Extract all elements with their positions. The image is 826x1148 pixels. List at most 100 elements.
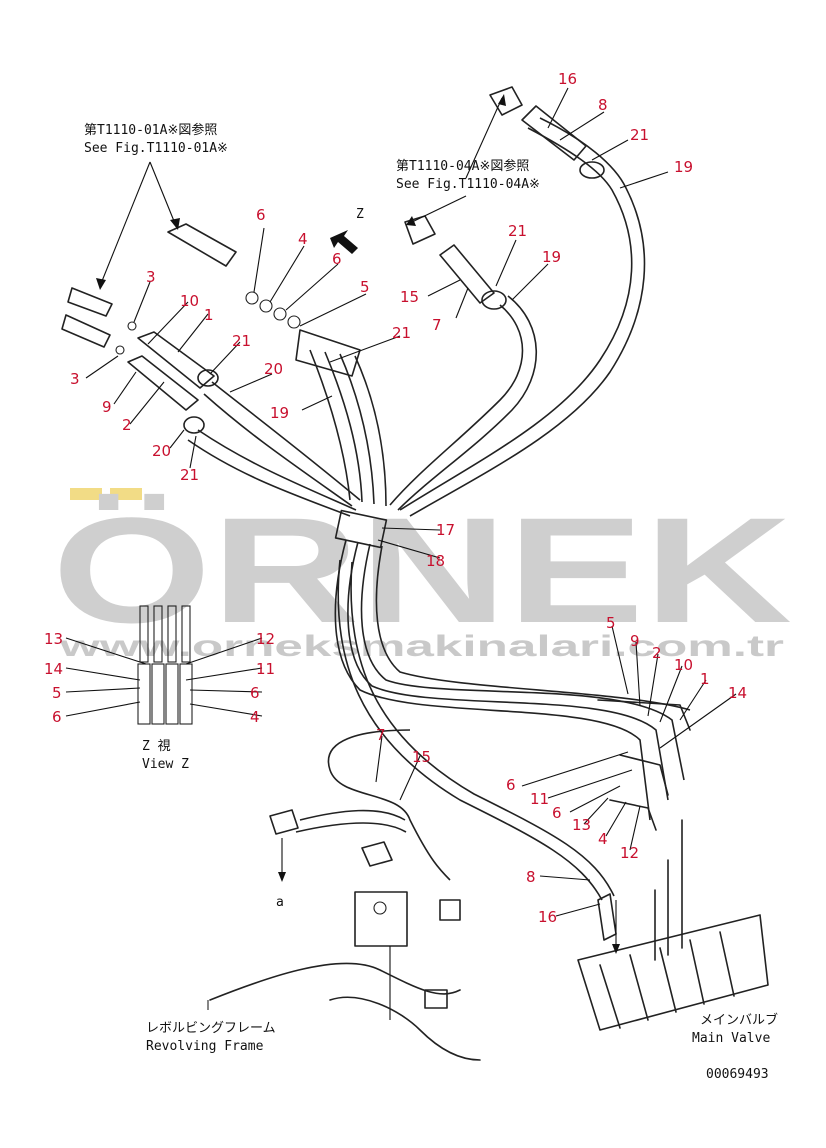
view-z-fitting-3 — [167, 605, 177, 663]
fitting-10-1 — [137, 331, 215, 389]
hose-bundle-a — [334, 539, 651, 821]
callout-13: 13 — [44, 630, 63, 648]
drawing-number: 00069493 — [706, 1067, 769, 1082]
callout-7: 7 — [376, 726, 386, 744]
callout-21: 21 — [392, 324, 411, 342]
view-z-fitting-1 — [139, 605, 149, 663]
callout-16: 16 — [558, 70, 577, 88]
callout-12: 12 — [256, 630, 275, 648]
hose-7-15-loop — [327, 729, 451, 881]
pilot-block-port — [373, 901, 387, 915]
callout-11: 11 — [256, 660, 275, 678]
view-z-hose-1 — [137, 663, 151, 725]
watermark-accent-mark — [70, 488, 102, 500]
callout-1: 1 — [700, 670, 710, 688]
watermark-url: www.orneksmakinalari.com.tr — [58, 630, 784, 663]
watermark-accent-mark — [110, 488, 142, 500]
view-z-hose-3 — [165, 663, 179, 725]
callout-11: 11 — [530, 790, 549, 808]
ref-01a-arrow-2 — [170, 218, 180, 230]
clamp-21-mid — [481, 290, 507, 310]
elbow-fitting — [361, 841, 393, 867]
callout-15: 15 — [400, 288, 419, 306]
fitting-9-2 — [127, 355, 199, 411]
hose-20-lower — [197, 429, 357, 511]
frame-clip — [424, 989, 448, 1009]
hose-8-lower — [337, 559, 603, 901]
view-z-fitting-4 — [181, 605, 191, 663]
arrow-valve-in — [612, 944, 620, 954]
hose-19-mid — [389, 304, 524, 506]
fitting-ref-01a-lower — [61, 314, 111, 348]
callout-8: 8 — [598, 96, 608, 114]
callout-3: 3 — [70, 370, 80, 388]
hose-right-2 — [619, 754, 669, 796]
pilot-block — [354, 891, 408, 947]
view-z-fitting-2 — [153, 605, 163, 663]
hose-19-mid-outer — [397, 295, 538, 511]
callout-6: 6 — [250, 684, 260, 702]
fitting-15-mid — [439, 244, 495, 304]
callout-4: 4 — [298, 230, 308, 248]
view-z-detail — [137, 605, 193, 725]
labels: 第T1110-01A※図参照 See Fig.T1110-01A※ 第T1110… — [84, 122, 778, 1082]
main-valve-pipes — [654, 819, 683, 961]
line-art — [61, 86, 769, 1061]
ref-01a-leader-1 — [99, 161, 151, 287]
fitting-16-bottom — [597, 893, 617, 941]
hose-center-3 — [339, 353, 375, 505]
callout-21: 21 — [232, 332, 251, 350]
hose-15-left — [299, 809, 406, 821]
view-z-arrow — [330, 230, 358, 254]
view-z-jp: Z 視 — [142, 739, 171, 754]
hose-bundle-b — [347, 541, 669, 801]
hose-20-lower-outer — [187, 439, 351, 517]
callout-15: 15 — [412, 748, 431, 766]
clamp-21-left-lower — [183, 416, 205, 434]
callout-leader-lines — [65, 87, 737, 917]
callout-19: 19 — [270, 404, 289, 422]
plug-3-upper — [127, 321, 137, 331]
revolving-frame-edge — [209, 962, 461, 1001]
view-z-hose-4 — [179, 663, 193, 725]
hose-center-2 — [324, 351, 363, 503]
hose-center-4 — [354, 355, 387, 507]
callout-9: 9 — [102, 398, 112, 416]
revolving-frame-en: Revolving Frame — [146, 1039, 264, 1054]
callout-20: 20 — [152, 442, 171, 460]
watermark: ÖRNEK www.orneksmakinalari.com.tr — [52, 486, 792, 663]
hose-8-lower-outer — [350, 561, 615, 897]
revolving-frame-jp: レボルビングフレーム — [146, 1021, 276, 1036]
oring-4-a — [259, 299, 273, 313]
callout-19: 19 — [674, 158, 693, 176]
hose-20-upper-outer — [203, 393, 353, 507]
callout-17: 17 — [436, 521, 455, 539]
main-valve-en: Main Valve — [692, 1031, 770, 1046]
ref-04a-arrow-1 — [406, 216, 416, 226]
callout-20: 20 — [264, 360, 283, 378]
callout-7: 7 — [432, 316, 442, 334]
fitting-16-top — [521, 105, 587, 161]
revolving-frame-bracket — [329, 996, 481, 1061]
callout-12: 12 — [620, 844, 639, 862]
view-z-en: View Z — [142, 757, 189, 772]
callout-6: 6 — [332, 250, 342, 268]
callout-8: 8 — [526, 868, 536, 886]
oring-5-a — [287, 315, 301, 329]
hose-19-upper-right-outer — [409, 117, 646, 517]
side-fitting — [439, 899, 461, 921]
hose-15-left-outer — [295, 822, 407, 833]
ref-01a-en: See Fig.T1110-01A※ — [84, 141, 228, 156]
ref-04a-en: See Fig.T1110-04A※ — [396, 177, 540, 192]
ref-01a-leader-2 — [149, 161, 177, 227]
callout-6: 6 — [552, 804, 562, 822]
plug-3-lower — [115, 345, 125, 355]
callout-21: 21 — [630, 126, 649, 144]
clamp-21-left-upper — [197, 369, 219, 387]
fitting-ref-04a-left — [404, 215, 436, 245]
callout-2: 2 — [122, 416, 132, 434]
arrow-to-a — [278, 872, 286, 882]
z-marker: Z — [356, 207, 364, 222]
hose-20-upper — [211, 381, 361, 501]
callout-10: 10 — [674, 656, 693, 674]
